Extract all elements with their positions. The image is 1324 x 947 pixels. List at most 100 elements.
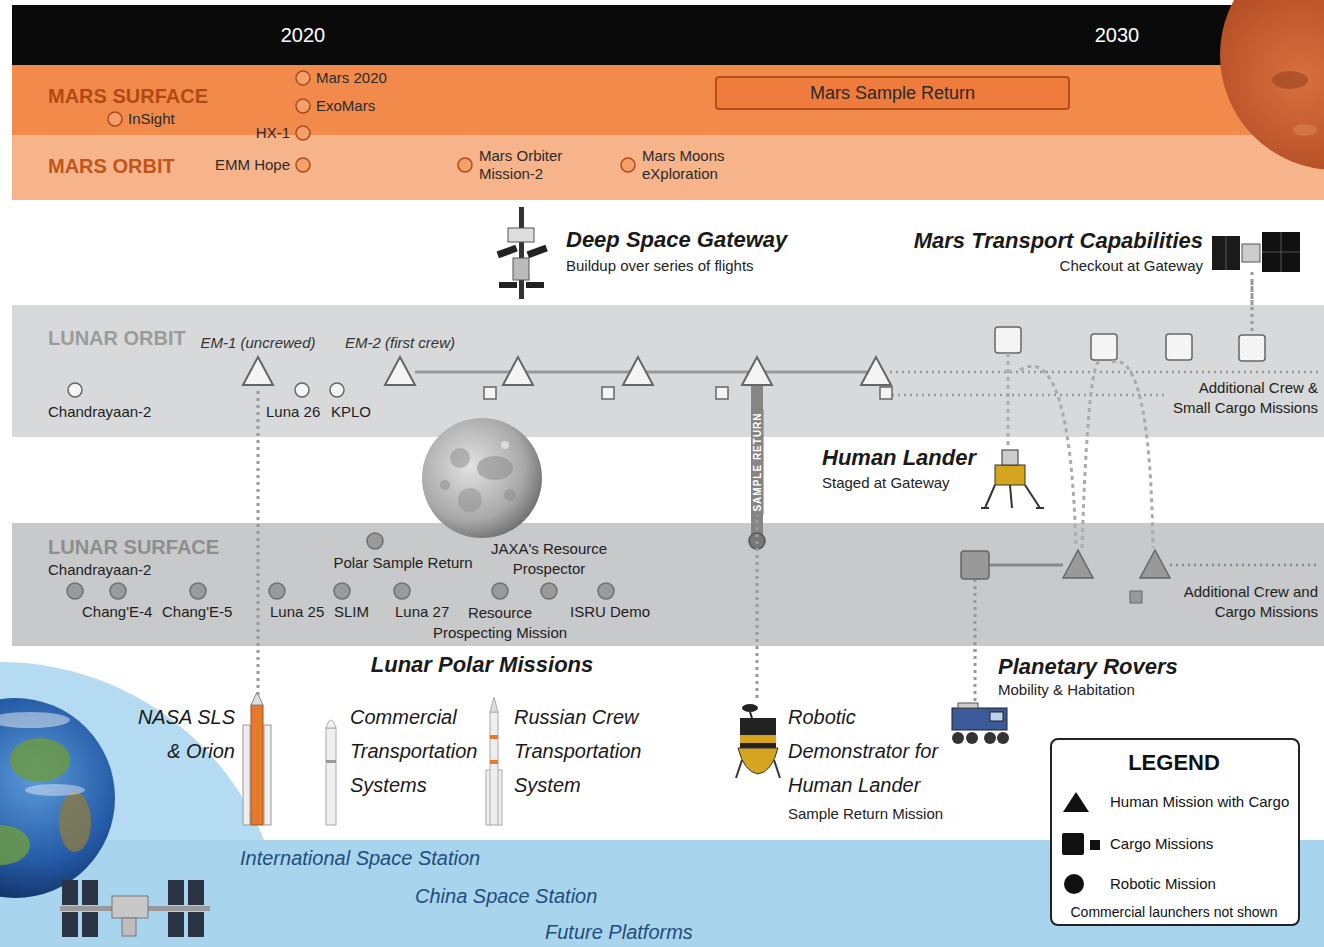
robotic-lander-icon [740, 735, 776, 743]
lander-hop-path [1008, 353, 1153, 548]
surface-mission-marker [492, 583, 508, 599]
space-station-icon [122, 918, 136, 936]
mars-mission-marker [621, 158, 635, 172]
surface-cargo-track [1170, 564, 1318, 567]
orbit-crew-triangle [503, 357, 533, 385]
legend-swatch [1063, 792, 1089, 812]
diagram-label: Luna 25 [270, 603, 332, 621]
lander-hop-path [1112, 361, 1153, 548]
mars-planet [1220, 0, 1324, 170]
node-text: LUNAR ORBIT [48, 327, 268, 349]
lunar-surface-band: LUNAR SURFACE [12, 523, 1324, 646]
legend-entry: Cargo Missions [1060, 832, 1296, 856]
surface-cargo-track [961, 551, 989, 579]
space-station-icon [82, 912, 98, 937]
rover-icon [952, 732, 964, 744]
mars-planet [1272, 71, 1308, 89]
space-station-icon [188, 912, 204, 937]
human-lander-icon [1010, 485, 1012, 508]
transport-vehicle-icon [1226, 236, 1227, 270]
moon-illustration [501, 441, 509, 449]
rover-icon [952, 703, 1009, 744]
node-text: Mars Sample Return [810, 82, 975, 104]
diagram-label: LEGEND [1074, 750, 1274, 776]
dotted-connector [257, 387, 260, 695]
band-fill [12, 305, 1324, 437]
orbit-mission-marker [716, 387, 728, 399]
diagram-label: Staged at Gateway [822, 473, 982, 493]
legend-entry: Robotic Mission [1060, 872, 1296, 896]
lander-hop-path [1007, 353, 1010, 447]
moon-illustration [504, 489, 516, 501]
diagram-label: Chang'E-4 [82, 603, 160, 621]
orbit-mission-marker [602, 387, 614, 399]
moon-illustration [440, 480, 450, 490]
diagram-label: Luna 27 [395, 603, 459, 621]
legend-swatch [1062, 833, 1084, 855]
rover-caption: Planetary RoversMobility & Habitation [950, 652, 1190, 704]
space-station-icon [62, 912, 78, 937]
surface-mission-marker [541, 583, 557, 599]
sls-rocket-icon [243, 725, 250, 825]
orbit-mission-marker [1091, 334, 1117, 360]
diagram-label: Mars Moons eXploration [642, 147, 742, 183]
rover-icon [990, 712, 1003, 721]
mars-mission-marker [296, 99, 310, 113]
surface-mission-marker [367, 533, 383, 549]
earth-illustration [0, 825, 30, 865]
mars-mission-marker [296, 126, 310, 140]
lunar-orbit-band: EM-1 (uncrewed)EM-2 (first crew)LUNAR OR… [12, 305, 1324, 437]
band-fill [12, 135, 1324, 200]
diagram-label: Mars 2020 [316, 69, 416, 87]
orbit-mission-marker [295, 383, 309, 397]
diagram-label: Luna 26 [266, 403, 328, 421]
robotic-lander-icon [774, 760, 780, 778]
diagram-label: Mars Orbiter Mission-2 [479, 147, 579, 183]
legend-swatch [1060, 872, 1104, 896]
orbit-mission-marker [1166, 334, 1192, 360]
rover-icon [958, 703, 978, 708]
surface-mission-marker [598, 583, 614, 599]
orbit-mission-marker [68, 383, 82, 397]
transport-vehicle-icon [1242, 244, 1260, 262]
russian-rocket-icon [490, 760, 498, 764]
band-fill [12, 5, 1324, 65]
connector-label: SAMPLE RETURN [751, 409, 763, 514]
robotic-lander-icon [736, 704, 780, 778]
node-text: Checkout at Gateway [903, 256, 1203, 276]
node-text: China Space Station [415, 884, 715, 908]
orbit-mission-marker [484, 387, 496, 399]
surface-cargo-track [1130, 591, 1142, 603]
gateway-station-icon [497, 207, 548, 299]
diagram-label: Resource Prospecting Mission [430, 603, 570, 643]
earth-illustration [25, 784, 85, 796]
orbit-mission-marker [880, 387, 892, 399]
transport-vehicle-icon [1251, 272, 1254, 335]
rover-icon [984, 732, 996, 744]
robotic-lander-icon [742, 704, 758, 712]
node-text: Mars Transport Capabilities [903, 228, 1203, 254]
diagram-label: InSight [128, 110, 208, 128]
diagram-label: Chang'E-5 [162, 603, 240, 621]
rover-icon [952, 708, 1007, 730]
band-fill [12, 523, 1324, 646]
transport-vehicle-icon [1212, 236, 1240, 270]
sample-return-bar [749, 380, 765, 549]
dotted-connector [974, 646, 977, 652]
surface-cargo-track [974, 579, 977, 704]
diagram-label: Russian Crew Transportation System [514, 700, 654, 802]
space-station-icon [168, 880, 184, 905]
orbit-crew-triangle [861, 357, 891, 385]
earth-illustration [0, 712, 70, 728]
commercial-rocket-icon [326, 728, 336, 825]
node-text: EM-2 (first crew) [335, 332, 465, 354]
sls-rocket-icon [243, 692, 271, 825]
human-lander-icon [1025, 485, 1040, 508]
sample-return-box: Mars Sample Return [715, 76, 1070, 110]
surface-cargo-track [961, 550, 1318, 704]
diagram-label: Commercial launchers not shown [1054, 903, 1294, 921]
legend-text: Human Mission with Cargo [1110, 792, 1289, 812]
surface-mission-marker [394, 583, 410, 599]
orbit-crew-triangle [503, 357, 891, 385]
